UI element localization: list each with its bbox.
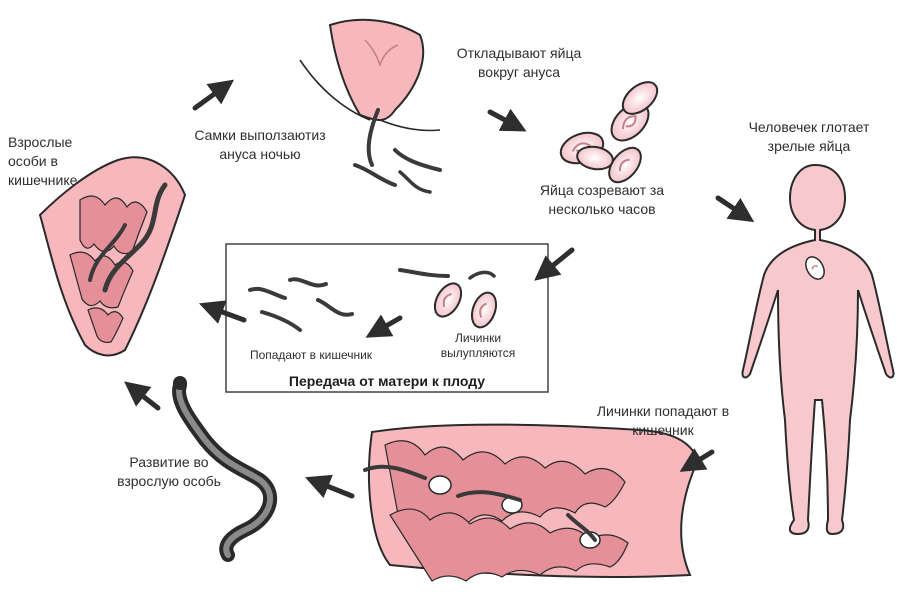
adult-worm-illustration: [172, 376, 278, 562]
egg-icon: [428, 475, 452, 495]
cycle-arrow-icon: [124, 381, 161, 411]
worm-icon: [288, 277, 328, 288]
cycle-arrow-icon: [192, 79, 235, 111]
worm-icon: [456, 490, 522, 502]
label-enter-intestine: Попадают в кишечник: [249, 348, 373, 362]
worm-icon: [468, 270, 496, 280]
intestine-adults-illustration: [38, 156, 187, 357]
transmission-box: [225, 243, 549, 393]
human-body-icon: [741, 163, 895, 536]
cycle-arrow-icon: [534, 247, 575, 281]
label-transmission: Передача от матери к плоду: [288, 373, 486, 389]
worm-icon: [363, 464, 427, 480]
label-adults: Взрослые особи в кишечнике: [8, 134, 78, 188]
anus-tissue-illustration: [299, 18, 442, 194]
worm-icon: [260, 310, 302, 332]
cycle-arrow-icon: [305, 474, 355, 499]
label-females-crawl: Самки выползаютиз ануса ночью: [194, 127, 326, 162]
label-lay-eggs: Откладывают яйца вокруг ануса: [456, 45, 582, 80]
egg-icon: [470, 291, 498, 329]
worm-icon: [102, 182, 168, 293]
worm-icon: [366, 108, 380, 167]
worm-icon: [353, 163, 397, 187]
eggs-illustration: [559, 81, 659, 184]
label-swallow: Человечек глотает зрелые яйца: [748, 119, 870, 154]
worm-icon: [248, 287, 287, 300]
cycle-arrow-icon: [198, 300, 247, 324]
label-larvae-intestine: Личинки попадают в кишечник: [596, 403, 730, 438]
worm-icon: [393, 148, 442, 172]
anus-tissue-icon: [328, 18, 425, 121]
cycle-arrow-icon: [365, 314, 403, 338]
worm-icon: [88, 223, 127, 282]
intestine-icon: [38, 156, 187, 357]
egg-icon: [576, 145, 614, 171]
label-larvae-hatch: Личинки вылупляются: [440, 331, 516, 360]
human-body-illustration: [741, 163, 895, 536]
label-development: Развитие во взрослую особь: [117, 454, 221, 489]
worm-icon: [398, 268, 450, 278]
worm-icon: [316, 298, 354, 317]
cycle-arrow-icon: [679, 448, 715, 472]
label-eggs-mature: Яйца созревают за несколько часов: [539, 182, 665, 217]
cycle-arrow-icon: [715, 195, 755, 223]
egg-icon: [805, 256, 825, 280]
egg-icon: [433, 282, 463, 318]
intestine-larvae-illustration: [363, 423, 700, 582]
worm-icon: [566, 513, 597, 542]
egg-icon: [608, 146, 642, 184]
cycle-arrow-icon: [487, 108, 527, 132]
cycle-arrows: [124, 79, 755, 499]
worm-icon: [398, 170, 432, 194]
egg-icon: [621, 81, 659, 115]
